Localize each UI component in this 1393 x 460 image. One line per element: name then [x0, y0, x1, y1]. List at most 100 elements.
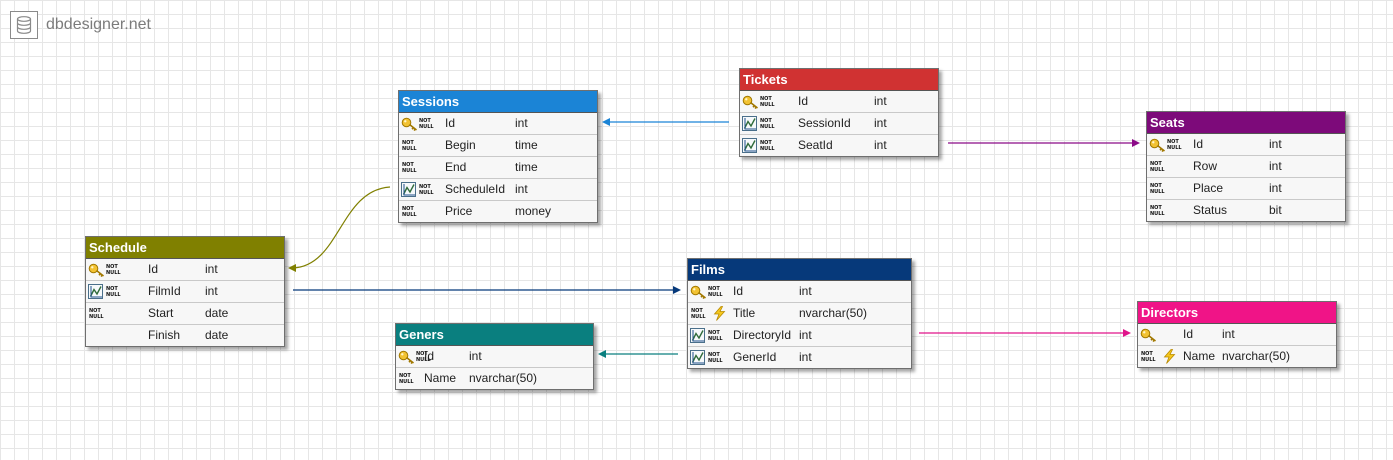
not-null-line2: NULL: [691, 313, 706, 320]
table-title[interactable]: Tickets: [740, 69, 938, 91]
relation-arrowhead: [288, 264, 296, 272]
not-null-line1: NOT: [1167, 138, 1179, 145]
column-name: End: [445, 160, 467, 174]
foreign-key-icon: [742, 116, 759, 131]
column-type: int: [1269, 181, 1282, 195]
not-null-line1: NOT: [708, 285, 720, 292]
column-name: Status: [1193, 203, 1228, 217]
not-null-line2: NULL: [106, 269, 121, 276]
table-title[interactable]: Schedule: [86, 237, 284, 259]
not-null-line2: NULL: [399, 378, 414, 385]
unique-icon: [711, 306, 728, 321]
not-null-line1: NOT: [402, 161, 414, 168]
column-name: Id: [424, 349, 435, 363]
column-type: int: [469, 349, 482, 363]
not-null-line2: NULL: [1150, 188, 1165, 195]
column-name: Start: [148, 306, 174, 320]
table-title[interactable]: Directors: [1138, 302, 1336, 324]
not-null-line1: NOT: [708, 351, 720, 358]
column-type: nvarchar(50): [1222, 349, 1291, 363]
column-type: int: [1222, 327, 1235, 341]
not-null-line1: NOT: [708, 329, 720, 336]
primary-key-icon: [398, 349, 415, 364]
column-type: int: [205, 284, 218, 298]
column-type: int: [874, 138, 887, 152]
not-null-line2: NULL: [708, 335, 723, 342]
not-null-line1: NOT: [419, 117, 431, 124]
not-null-line1: NOT: [89, 307, 101, 314]
table-title[interactable]: Sessions: [399, 91, 597, 113]
relation-arrowhead: [602, 118, 610, 126]
primary-key-icon: [401, 116, 418, 131]
table-title[interactable]: Seats: [1147, 112, 1345, 134]
relation-line[interactable]: [292, 186, 391, 269]
column-type: int: [515, 182, 528, 196]
column-name: Finish: [148, 328, 181, 342]
not-null-line2: NULL: [1150, 210, 1165, 217]
foreign-key-icon: [88, 284, 105, 299]
brand-logo[interactable]: dbdesigner.net: [10, 10, 151, 40]
column-type: date: [205, 306, 229, 320]
not-null-line2: NULL: [760, 123, 775, 130]
table-title[interactable]: Films: [688, 259, 911, 281]
column-name: Id: [148, 262, 159, 276]
not-null-line1: NOT: [402, 139, 414, 146]
column-name: DirectoryId: [733, 328, 792, 342]
column-name: SessionId: [798, 116, 851, 130]
not-null-line1: NOT: [416, 350, 428, 357]
not-null-line2: NULL: [1167, 144, 1182, 151]
not-null-line1: NOT: [760, 95, 772, 102]
not-null-line2: NULL: [402, 167, 417, 174]
column-type: time: [515, 138, 538, 152]
not-null-line1: NOT: [1150, 160, 1162, 167]
primary-key-icon: [690, 284, 707, 299]
column-name: Title: [733, 306, 756, 320]
table-title[interactable]: Geners: [396, 324, 593, 346]
column-type: bit: [1269, 203, 1282, 217]
